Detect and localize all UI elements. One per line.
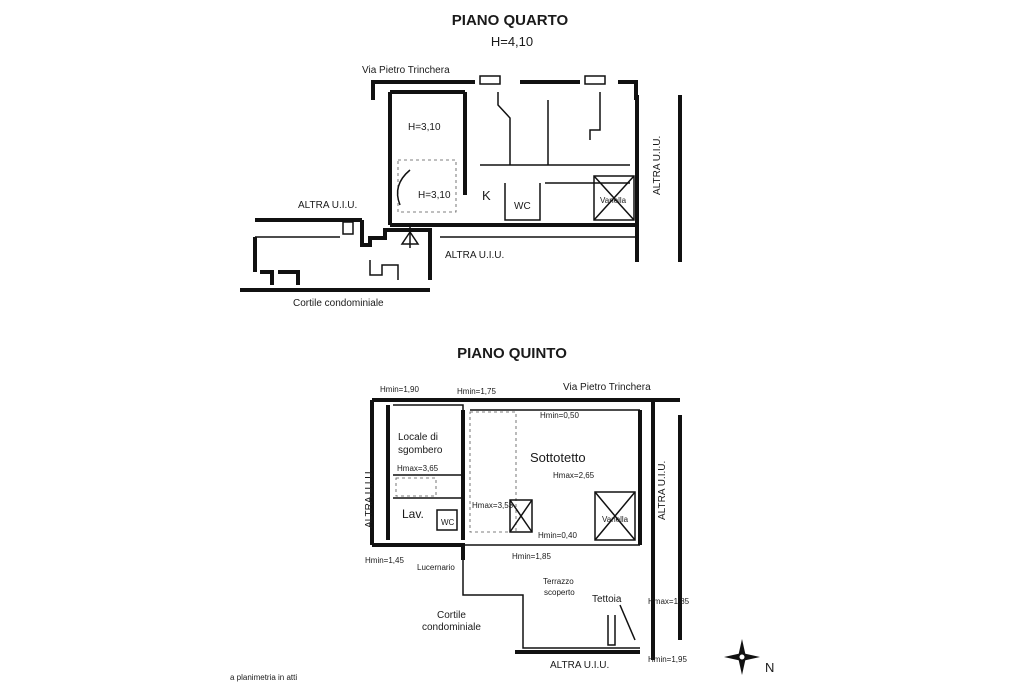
floor5-sottotetto: Sottotetto <box>530 450 586 465</box>
floor4-wc-label: WC <box>514 201 531 212</box>
floor5-hmin-145: Hmin=1,45 <box>365 556 404 565</box>
floor5-terrazzo-line1: Terrazzo <box>543 577 574 586</box>
north-label: N <box>765 660 774 675</box>
floor5-vanella: Vanella <box>602 515 629 524</box>
floor4-room-height-1: H=3,10 <box>408 122 441 133</box>
floor5-locale-line2: sgombero <box>398 445 443 456</box>
floor5-cortile-line1: Cortile <box>437 610 466 621</box>
floor5-street: Via Pietro Trinchera <box>563 382 651 393</box>
floor5-hmax-center: Hmax=3,53 <box>472 501 514 510</box>
floor4-title: PIANO QUARTO <box>452 12 569 29</box>
floor4-street: Via Pietro Trinchera <box>362 65 450 76</box>
floor5-lucernario: Lucernario <box>417 563 455 572</box>
floor5-hmin-bottom: Hmin=1,95 <box>648 655 687 664</box>
floor5-hmin-top-left: Hmin=1,90 <box>380 385 419 394</box>
floor5-cortile-line2: condominiale <box>422 622 481 633</box>
floor4-altra-uiu-vertical: ALTRA U.I.U. <box>652 136 663 195</box>
floor5-altra-uiu-bottom: ALTRA U.I.U. <box>550 660 609 671</box>
floor4-altra-uiu-bottom: ALTRA U.I.U. <box>445 250 504 261</box>
floor5-hmax-locale: Hmax=3,65 <box>397 464 439 473</box>
floor4-courtyard: Cortile condominiale <box>293 298 384 309</box>
floor5-locale-line1: Locale di <box>398 432 438 443</box>
floor5-walls <box>370 398 682 660</box>
floor4-room-height-2: H=3,10 <box>418 190 451 201</box>
floor5-wc: WC <box>441 518 455 527</box>
floor5-lav: Lav. <box>402 507 424 521</box>
floor5-hmin-top-right: Hmin=0,50 <box>540 411 579 420</box>
floor5-hmax-tettoia: Hmax=1,85 <box>648 597 690 606</box>
floor5-hmin-top-mid: Hmin=1,75 <box>457 387 496 396</box>
floor4-vanella-label: Vanella <box>600 196 627 205</box>
floor5-hmin-040: Hmin=0,40 <box>538 531 577 540</box>
floor4-kitchen-label: K <box>482 188 491 203</box>
floor5-tettoia: Tettoia <box>592 594 622 605</box>
floor5-altra-uiu-right: ALTRA U.I.U. <box>657 461 668 520</box>
floor4-walls <box>240 75 682 292</box>
floor5-altra-uiu-left: ALTRA U.I.U. <box>364 469 375 528</box>
floor5-hmin-185: Hmin=1,85 <box>512 552 551 561</box>
floor5-hmax-sottotetto: Hmax=2,65 <box>553 471 595 480</box>
floor5-title: PIANO QUINTO <box>457 345 567 362</box>
north-compass-icon <box>724 639 760 675</box>
floor5-footer: a planimetria in atti <box>230 673 297 682</box>
floor4-altra-uiu-left: ALTRA U.I.U. <box>298 200 357 211</box>
floor5-terrazzo-line2: scoperto <box>544 588 575 597</box>
floor4-height: H=4,10 <box>491 34 533 49</box>
